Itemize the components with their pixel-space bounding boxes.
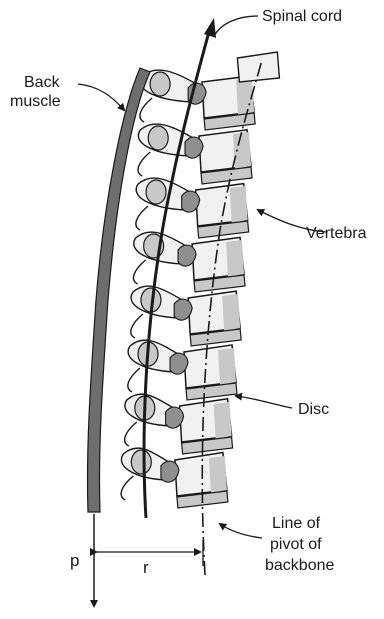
label-disc: Disc xyxy=(298,401,329,418)
process-edge xyxy=(133,260,145,284)
process-edge xyxy=(138,152,150,176)
back-muscle-leader xyxy=(78,84,124,110)
vertebra-shading xyxy=(214,402,232,439)
label-lever-arm-r: r xyxy=(143,558,149,577)
vertebra-body-top xyxy=(237,52,279,82)
facet-joint xyxy=(131,450,151,474)
label-back-muscle-1: Back xyxy=(24,74,61,91)
facet-joint xyxy=(148,126,168,150)
vertebra-shading xyxy=(233,132,251,169)
vertebra-shading xyxy=(218,348,236,385)
facet-joint xyxy=(146,180,166,204)
label-pivot-2: pivot of xyxy=(270,536,322,553)
vertebra-shading xyxy=(226,240,244,277)
process-edge xyxy=(121,476,133,500)
label-pivot-3: backbone xyxy=(265,557,334,574)
pivot-leader xyxy=(220,524,262,538)
process-edge xyxy=(128,368,140,392)
process-edge xyxy=(125,422,137,446)
disc-leader xyxy=(236,396,292,408)
label-spinal-cord: Spinal cord xyxy=(262,8,342,25)
vertebra-shading xyxy=(209,456,227,493)
label-vertebra: Vertebra xyxy=(306,225,367,242)
label-force-p: p xyxy=(70,551,79,570)
process-edge xyxy=(136,206,148,230)
vertebra-shading xyxy=(230,186,248,223)
spinal-cord-leader xyxy=(214,16,258,36)
vertebra-shading xyxy=(222,294,240,331)
facet-joint xyxy=(150,72,170,96)
label-pivot-1: Line of xyxy=(272,515,321,532)
label-back-muscle-2: muscle xyxy=(10,93,61,110)
process-edge xyxy=(140,98,152,122)
process-edge xyxy=(131,314,143,338)
